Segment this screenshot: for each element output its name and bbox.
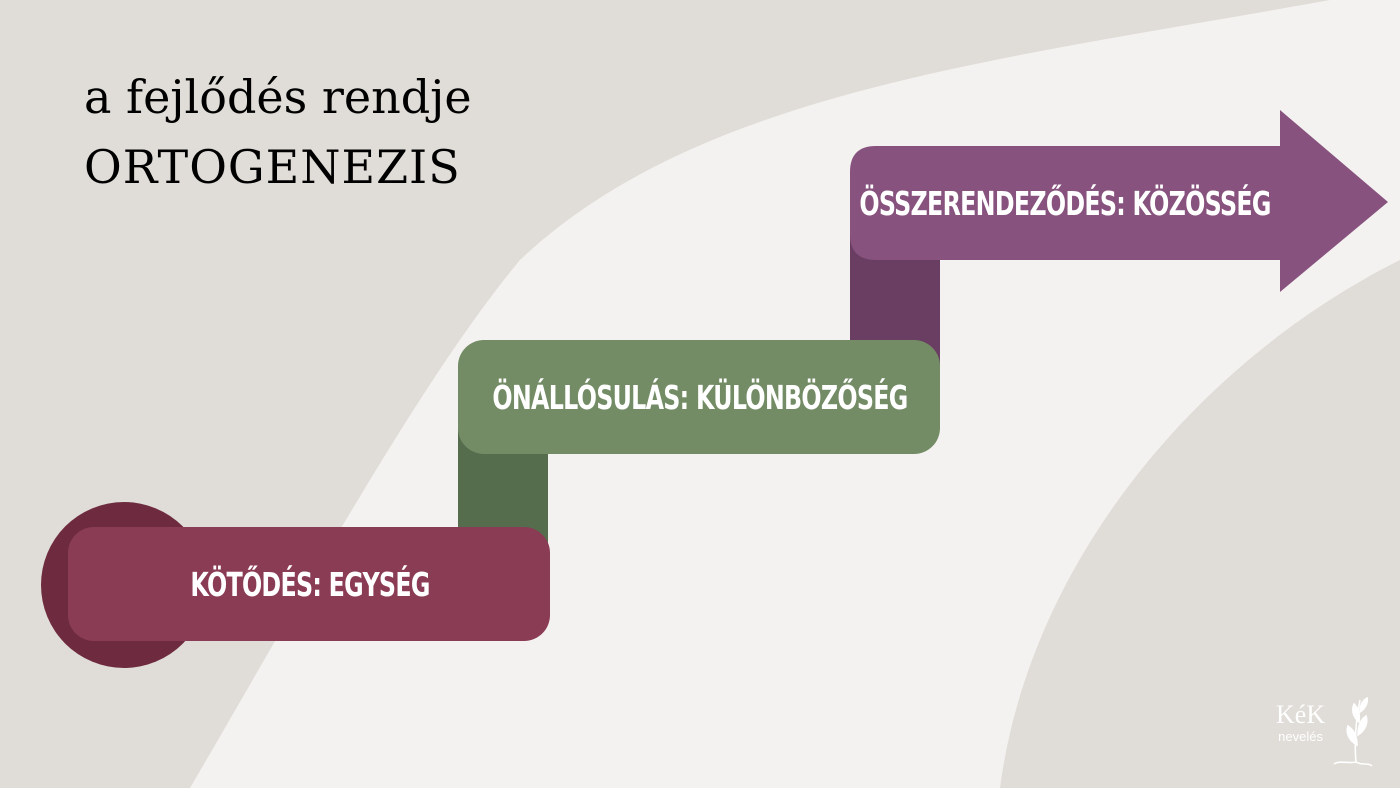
step-1-label: Kötődés: Egység — [190, 564, 430, 604]
page-title-line-1: a fejlődés rendje — [84, 70, 472, 124]
logo-name: KéK — [1276, 700, 1326, 729]
sprout-icon — [1333, 696, 1373, 767]
logo-subtitle: nevelés — [1278, 729, 1323, 744]
page-title-line-2: ORTOGENEZIS — [84, 140, 461, 194]
step-1-shape — [41, 420, 550, 668]
brand-logo: KéK nevelés — [1276, 700, 1326, 744]
step-3-arrow-shape — [850, 110, 1388, 292]
step-2-label: Önállósulás: Különbözőség — [492, 377, 908, 417]
step-3-label: Összerendeződés: Közösség — [859, 183, 1271, 223]
